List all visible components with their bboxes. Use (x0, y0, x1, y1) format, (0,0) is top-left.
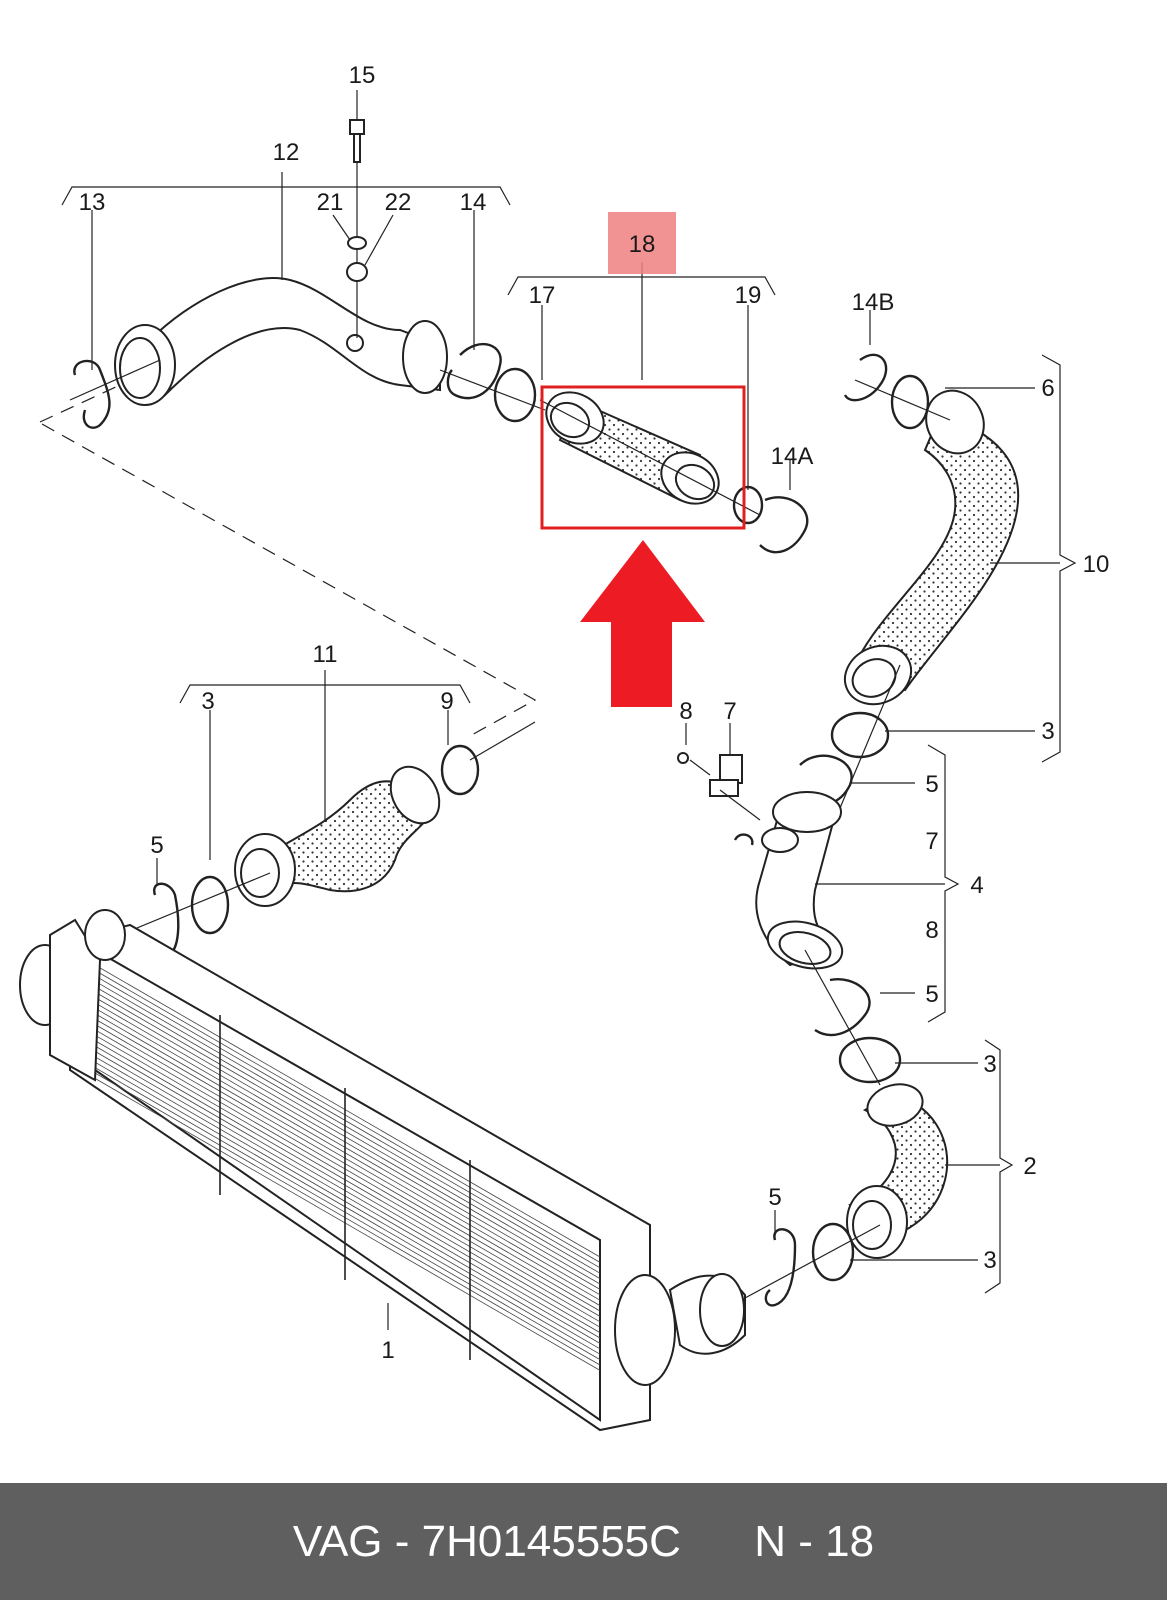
label-7: 7 (723, 698, 736, 725)
label-18-badge (608, 212, 676, 274)
cooling-fin (94, 980, 601, 1274)
turbo-intercooler-hose-diagram: 15 12 13 21 22 14 18 17 19 14B 14A 6 10 … (19, 62, 1110, 1432)
cooling-fin (94, 1061, 601, 1355)
label-6: 6 (1041, 375, 1054, 402)
label-3-left: 3 (201, 688, 214, 715)
label-1: 1 (381, 1337, 394, 1364)
label-22: 22 (385, 189, 412, 216)
label-3-right-bottom: 3 (983, 1247, 996, 1274)
label-19: 19 (735, 282, 762, 309)
label-8: 8 (679, 698, 692, 725)
label-2: 2 (1023, 1153, 1036, 1180)
hose-10 (830, 353, 1020, 821)
cooling-fins (94, 964, 601, 1371)
cooling-fin (94, 970, 601, 1263)
label-18: 18 (629, 231, 656, 258)
label-5-left: 5 (150, 832, 163, 859)
cooling-fin (94, 1002, 601, 1296)
cooling-fin (94, 1029, 601, 1323)
cooling-fin (94, 1034, 601, 1328)
part-info: VAG - 7H0145555C (292, 1516, 681, 1566)
label-3-right-top: 3 (1041, 718, 1054, 745)
cooling-fin (94, 991, 601, 1285)
label-14: 14 (460, 189, 487, 216)
dashed-path (41, 423, 537, 738)
label-14A: 14A (771, 443, 814, 470)
intercooler (19, 909, 746, 1432)
label-14B: 14B (852, 289, 895, 316)
label-13: 13 (79, 189, 106, 216)
connector-4 (677, 752, 902, 1086)
cooling-fin (94, 1067, 601, 1360)
label-7-right: 7 (925, 828, 938, 855)
cooling-fin (94, 1078, 601, 1371)
cooling-fin (94, 1013, 601, 1306)
label-12: 12 (273, 139, 300, 166)
cooling-fin (94, 1024, 601, 1317)
cooling-fin (94, 986, 601, 1279)
red-arrow (580, 540, 705, 707)
leader-lines (61, 90, 1077, 1330)
hose-2 (744, 1083, 949, 1307)
callout-labels: 15 12 13 21 22 14 18 17 19 14B 14A 6 10 … (79, 62, 1110, 1364)
label-11: 11 (313, 641, 338, 668)
label-8-right: 8 (925, 917, 938, 944)
highlight-box (540, 385, 746, 530)
cooling-fin (94, 997, 601, 1290)
cooling-fin (94, 975, 601, 1269)
cooling-fin (94, 1045, 601, 1339)
label-21: 21 (317, 189, 344, 216)
cooling-fin (94, 1051, 601, 1344)
cooling-fin (94, 1072, 601, 1366)
cooling-fin (94, 1007, 601, 1301)
cooling-fin (94, 1018, 601, 1312)
footer-bar: VAG - 7H0145555C N - 18 (0, 1483, 1167, 1600)
label-17: 17 (529, 282, 556, 309)
cooling-fin (94, 964, 601, 1258)
upper-pipe-assembly (69, 119, 546, 429)
cooling-fin (94, 1056, 601, 1350)
position-info: N - 18 (754, 1516, 875, 1566)
label-5-lower: 5 (925, 981, 938, 1008)
label-3-right-mid: 3 (983, 1051, 996, 1078)
label-4: 4 (970, 872, 983, 899)
hose-11 (119, 721, 536, 956)
label-9: 9 (440, 688, 453, 715)
label-10: 10 (1083, 551, 1110, 578)
label-5-upper: 5 (925, 771, 938, 798)
label-15: 15 (349, 62, 376, 89)
cooling-fin (94, 1040, 601, 1333)
footer-gap (681, 1517, 754, 1567)
label-5-bottom: 5 (768, 1184, 781, 1211)
